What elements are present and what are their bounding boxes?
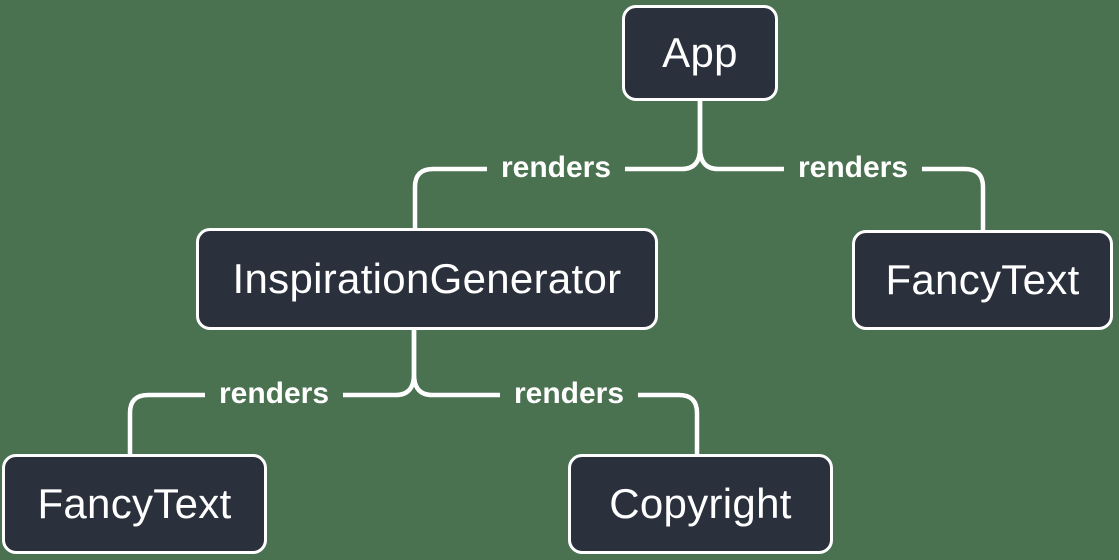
- tree-node-copyright: Copyright: [568, 454, 833, 554]
- edge-label-renders-app-fancytext: renders: [783, 151, 923, 185]
- tree-node-inspiration-generator: InspirationGenerator: [196, 228, 658, 330]
- tree-node-label: FancyText: [885, 256, 1080, 303]
- tree-node-label: InspirationGenerator: [232, 255, 622, 302]
- tree-node-label: Copyright: [609, 480, 792, 527]
- tree-node-fancy-text-left: FancyText: [2, 454, 267, 554]
- tree-node-label: FancyText: [37, 480, 232, 527]
- tree-node-label: App: [662, 29, 738, 76]
- tree-node-app: App: [622, 5, 778, 101]
- edge-label-renders-inspiration-fancytext: renders: [204, 377, 344, 411]
- edge-label-renders-inspiration-copyright: renders: [499, 377, 639, 411]
- edge-label-renders-app-inspiration: renders: [486, 151, 626, 185]
- tree-node-fancy-text-right: FancyText: [852, 230, 1113, 330]
